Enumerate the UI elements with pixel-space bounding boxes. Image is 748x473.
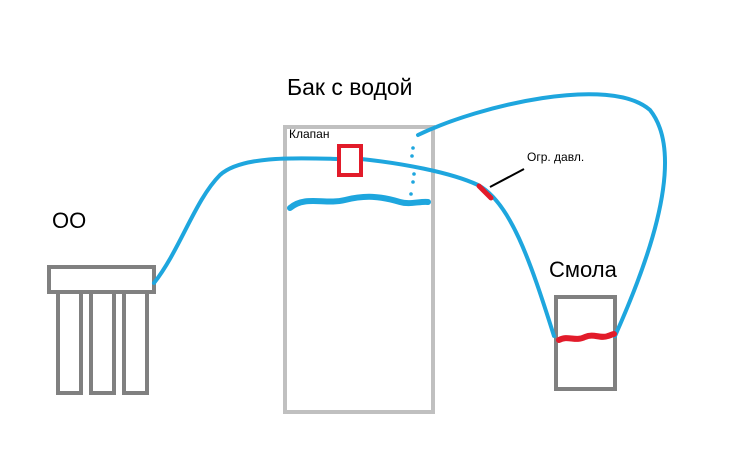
resin-label: Смола (549, 257, 617, 282)
pipe-valve-to-resin (359, 157, 556, 338)
pressure-limiter-leader (489, 168, 525, 188)
pipes (152, 92, 667, 338)
ro-filter (47, 265, 156, 395)
ro-filter-cartridge-1 (56, 290, 83, 395)
water-drop (409, 192, 413, 196)
water-tank-label: Бак с водой (287, 74, 413, 100)
pressure-limiter-label: Огр. давл. (527, 150, 585, 164)
resin-level (556, 331, 617, 343)
water-level (287, 193, 431, 211)
pressure-limiter (476, 183, 494, 201)
resin-vessel (554, 295, 617, 391)
water-drop (412, 172, 416, 176)
water-tank (283, 125, 435, 414)
ro-filter-head (47, 265, 156, 294)
water-drops (409, 146, 416, 196)
ro-filter-cartridge-2 (89, 290, 116, 395)
pipe-filter-to-valve (152, 156, 340, 285)
valve-label: Клапан (289, 127, 330, 141)
valve (337, 144, 363, 177)
ro-filter-cartridge-3 (122, 290, 149, 395)
ro-filter-label: ОО (52, 208, 87, 233)
water-drop (411, 180, 415, 184)
water-drop (411, 146, 415, 150)
water-drop (410, 154, 414, 158)
pipe-resin-to-tank (416, 92, 667, 338)
